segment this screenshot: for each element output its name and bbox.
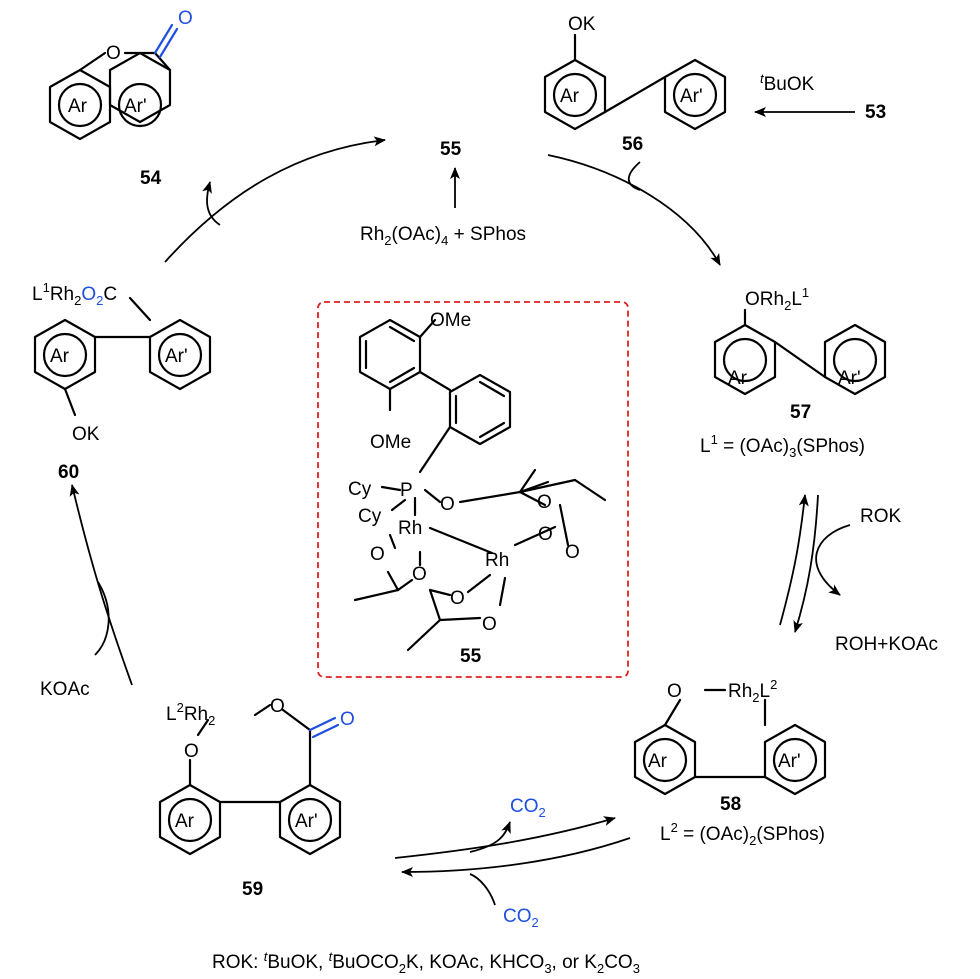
ome-top-label: OMe — [430, 310, 471, 331]
l1rh2o2c-label-60: L1Rh2O2C — [32, 280, 117, 308]
arrow-57-to-58 — [793, 494, 819, 633]
arrow-58-to-59 — [401, 837, 631, 877]
carbonyl-oxygen-59: O — [340, 709, 355, 730]
arrow-co2-uptake — [469, 873, 496, 906]
rh2l2-label-58: Rh2L2 — [728, 677, 777, 705]
oxygen-label-f: O — [412, 564, 427, 585]
ok-label-60: OK — [72, 424, 100, 445]
koac-reagent: KOAc — [40, 679, 90, 700]
roh-koac-byproduct: ROH+KOAc — [835, 634, 938, 655]
ar-label-57: Ar — [728, 368, 748, 389]
arp-label-57: Ar' — [838, 368, 861, 389]
compound-57-structure — [713, 308, 887, 396]
ring-oxygen-54: O — [106, 43, 121, 64]
cy-label-2: Cy — [358, 506, 382, 527]
compound-53-label: 53 — [865, 102, 886, 123]
compound-56-structure — [543, 33, 727, 131]
ome-bottom-label: OMe — [370, 432, 411, 453]
oxygen-label-g: O — [450, 588, 465, 609]
phenoxy-oxygen-59: O — [184, 741, 199, 762]
compound-59-label: 59 — [242, 879, 263, 900]
arp-label-56: Ar' — [680, 86, 703, 107]
ar-label-59: Ar — [175, 811, 195, 832]
rok-reagent: ROK — [860, 506, 902, 527]
cy-label-1: Cy — [348, 479, 372, 500]
rok-footnote: ROK: tBuOK, tBuOCO2K, KOAc, KHCO3, or K2… — [212, 949, 640, 976]
compound-55-label-top: 55 — [440, 139, 462, 160]
arrow-59-to-60 — [69, 484, 133, 686]
l2rh2-label-59: L2Rh2 — [166, 700, 215, 728]
phosphorus-label: P — [400, 480, 413, 501]
compound-54-label: 54 — [140, 168, 162, 189]
precatalyst-reagents: Rh2(OAc)4 + SPhos — [360, 224, 526, 248]
compound-55-label-box: 55 — [460, 646, 482, 667]
compound-59-structure — [158, 703, 342, 856]
ok-label-56: OK — [568, 14, 596, 35]
compound-58-label: 58 — [720, 794, 741, 815]
compound-58-structure — [633, 688, 827, 796]
l1-definition: L1 = (OAc)3(SPhos) — [700, 432, 865, 460]
arp-label-60: Ar' — [165, 346, 188, 367]
oxygen-label-58: O — [667, 681, 682, 702]
arp-label-59: Ar' — [295, 811, 318, 832]
oxygen-label-b: O — [537, 492, 552, 513]
arrow-co2-release — [469, 821, 511, 853]
ar-label-60: Ar — [50, 346, 70, 367]
ester-oxygen-59: O — [270, 696, 285, 717]
arrow-58-to-57 — [779, 494, 809, 626]
arrow-release-54 — [202, 181, 221, 226]
compound-57-label: 57 — [790, 402, 811, 423]
oxygen-label-c: O — [538, 524, 553, 545]
l2-definition: L2 = (OAc)2(SPhos) — [660, 820, 825, 848]
compound-56-label: 56 — [622, 134, 643, 155]
arp-label-58: Ar' — [778, 751, 801, 772]
orh2l1-label-57: ORh2L1 — [745, 285, 809, 313]
co2-added: CO2 — [503, 906, 539, 930]
oxygen-label-a: O — [440, 494, 455, 515]
ar-label-56: Ar — [560, 86, 580, 107]
arrow-60-to-55 — [164, 136, 386, 263]
catalyst-55-structure — [353, 318, 607, 652]
rhodium-label-2: Rh — [485, 550, 509, 571]
arrow-56-to-57 — [547, 154, 721, 266]
arrow-59-to-58 — [394, 816, 616, 859]
rhodium-label-1: Rh — [398, 518, 422, 539]
ar-label-58: Ar — [648, 751, 668, 772]
oxygen-label-d: O — [565, 542, 580, 563]
ar-label-54: Ar — [68, 96, 88, 117]
oxygen-label-e: O — [370, 544, 385, 565]
co2-released: CO2 — [510, 796, 546, 820]
compound-60-label: 60 — [58, 462, 79, 483]
oxygen-label-h: O — [482, 614, 497, 635]
arrow-rok-byproduct — [815, 524, 851, 596]
compound-54-structure — [48, 23, 179, 141]
tbuok-reagent: tBuOK — [760, 71, 815, 95]
arrow-join-56 — [627, 161, 641, 191]
compound-60-structure — [33, 296, 212, 417]
arp-label-54: Ar' — [124, 96, 147, 117]
carbonyl-oxygen-54: O — [178, 8, 193, 29]
arrow-koac-release — [94, 581, 110, 656]
